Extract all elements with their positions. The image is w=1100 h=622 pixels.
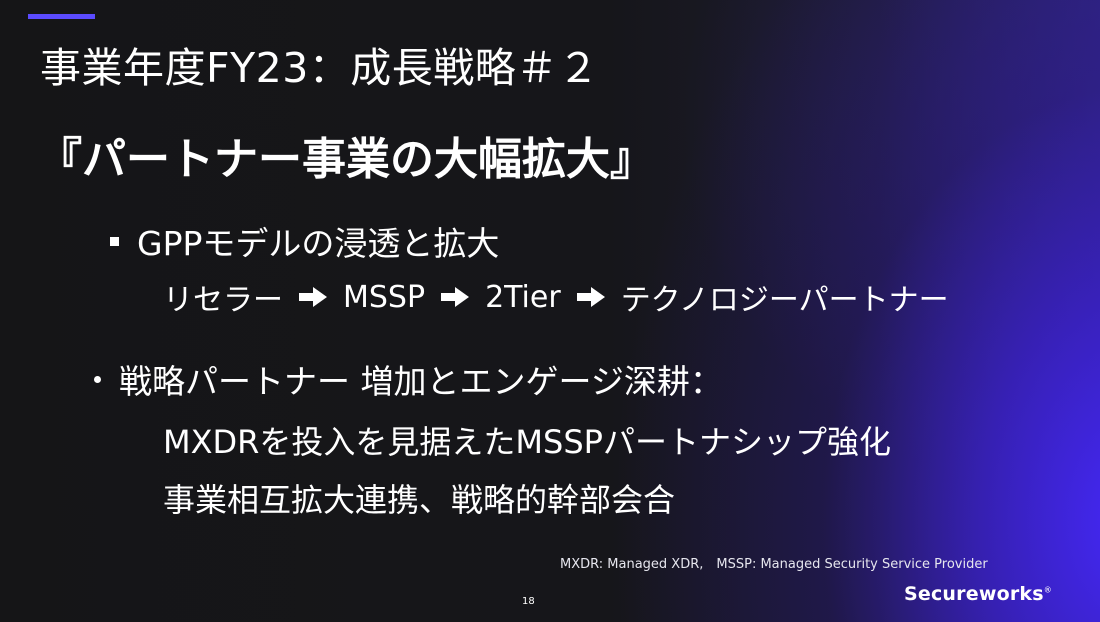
- bullet-strategic-partner: 戦略パートナー 増加とエンゲージ深耕：: [94, 355, 723, 403]
- footnote: MXDR: Managed XDR, MSSP: Managed Securit…: [560, 557, 988, 572]
- logo-text: Secureworks: [904, 583, 1044, 605]
- bullet-strategic-text: 戦略パートナー 増加とエンゲージ深耕：: [119, 362, 723, 401]
- arrow-right-icon: [441, 287, 470, 307]
- accent-bar: [28, 14, 95, 19]
- flow-step-reseller: リセラー: [163, 283, 283, 318]
- bullet-gpp-model: GPPモデルの浸透と拡大: [110, 217, 499, 265]
- flow-step-2tier: 2Tier: [485, 279, 561, 315]
- partner-flow: リセラー MSSP 2Tier テクノロジーパートナー: [163, 275, 949, 319]
- flow-step-technology-partner: テクノロジーパートナー: [620, 283, 949, 318]
- square-bullet-icon: [110, 236, 119, 246]
- sub-line-mxdr: MXDRを投入を見据えたMSSPパートナシップ強化: [163, 423, 891, 461]
- arrow-right-icon: [576, 287, 605, 307]
- dot-bullet-icon: [94, 375, 101, 383]
- sub-line-mutual-expansion: 事業相互拡大連携、戦略的幹部会合: [163, 481, 676, 519]
- slide-subtitle: 『パートナー事業の大幅拡大』: [38, 134, 654, 185]
- secureworks-logo: Secureworks®: [904, 583, 1052, 605]
- page-number: 18: [522, 596, 535, 607]
- flow-step-mssp: MSSP: [343, 279, 426, 315]
- bullet-gpp-text: GPPモデルの浸透と拡大: [137, 224, 500, 263]
- arrow-right-icon: [299, 287, 327, 307]
- slide-title: 事業年度FY23：成長戦略＃２: [40, 44, 600, 92]
- registered-mark-icon: ®: [1043, 585, 1052, 595]
